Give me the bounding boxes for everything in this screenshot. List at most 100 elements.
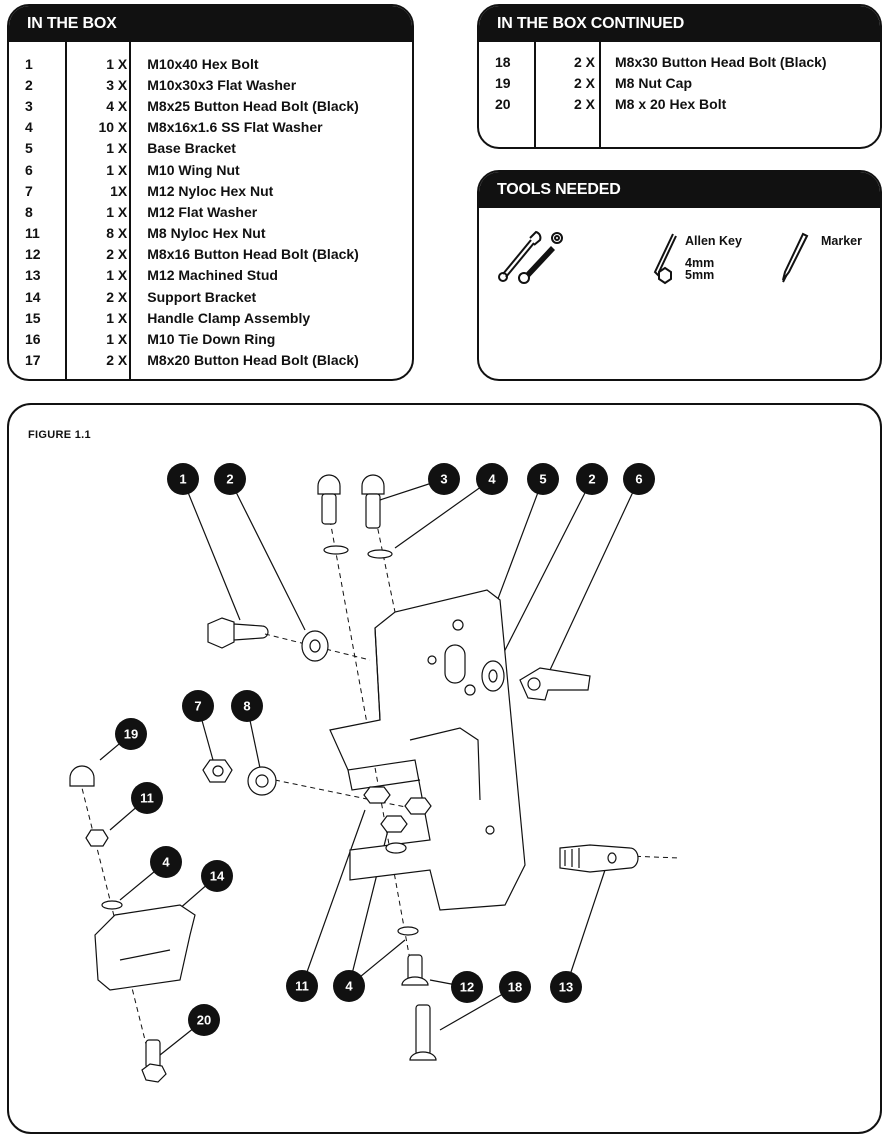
callout-1: 1 bbox=[167, 463, 199, 495]
callout-11: 11 bbox=[131, 782, 163, 814]
part-number: 18 bbox=[495, 53, 511, 70]
part-number: 12 bbox=[25, 246, 41, 263]
part-quantity: 1 X bbox=[106, 161, 128, 178]
callout-label: 19 bbox=[124, 727, 138, 742]
callout-label: 14 bbox=[210, 869, 225, 884]
parts-row: 14 2 X Support Bracket bbox=[9, 286, 412, 307]
callout-label: 2 bbox=[226, 472, 233, 487]
part-description: M10 Wing Nut bbox=[147, 161, 240, 178]
part-description: M8 Nut Cap bbox=[615, 74, 692, 91]
callout-11: 11 bbox=[286, 970, 318, 1002]
part-quantity: 4 X bbox=[106, 97, 128, 114]
part-description: Handle Clamp Assembly bbox=[147, 309, 311, 326]
callout-2: 2 bbox=[214, 463, 246, 495]
part-number: 16 bbox=[25, 331, 41, 348]
part-description: M8x30 Button Head Bolt (Black) bbox=[615, 53, 827, 70]
in-the-box-continued-panel: IN THE BOX CONTINUED 18 2 X M8x30 Button H… bbox=[477, 4, 882, 149]
part-number: 15 bbox=[25, 309, 41, 326]
part-quantity: 1 X bbox=[106, 140, 128, 157]
part-quantity: 10 X bbox=[98, 119, 128, 136]
part-description: M8x16 Button Head Bolt (Black) bbox=[147, 246, 359, 263]
parts-row: 20 2 X M8 x 20 Hex Bolt bbox=[479, 93, 875, 114]
callout-label: 1 bbox=[179, 472, 186, 487]
parts-row: 19 2 X M8 Nut Cap bbox=[479, 72, 875, 93]
part-description: M10 Tie Down Ring bbox=[147, 331, 276, 348]
in-the-box-continued-title: IN THE BOX CONTINUED bbox=[479, 6, 880, 42]
part-description: Base Bracket bbox=[147, 140, 236, 157]
callout-6: 6 bbox=[623, 463, 655, 495]
part-quantity: 8 X bbox=[106, 225, 128, 242]
callout-7: 7 bbox=[182, 690, 214, 722]
parts-row: 11 8 X M8 Nyloc Hex Nut bbox=[9, 223, 412, 244]
part-number: 19 bbox=[495, 74, 511, 91]
callout-label: 18 bbox=[508, 980, 522, 995]
callout-4: 4 bbox=[150, 846, 182, 878]
callout-19: 19 bbox=[115, 718, 147, 750]
part-quantity: 2 X bbox=[106, 246, 128, 263]
parts-row: 1 1 X M10x40 Hex Bolt bbox=[9, 53, 412, 74]
callout-label: 12 bbox=[460, 980, 474, 995]
part-number: 14 bbox=[25, 288, 41, 305]
callout-4: 4 bbox=[476, 463, 508, 495]
part-number: 13 bbox=[25, 267, 41, 284]
allen-key-size-4mm: 4mm bbox=[685, 256, 715, 270]
callout-20: 20 bbox=[188, 1004, 220, 1036]
figure-panel: FIGURE 1.1 bbox=[7, 403, 882, 1134]
part-quantity: 1X bbox=[110, 182, 128, 199]
callout-13: 13 bbox=[550, 971, 582, 1003]
allen-key-size-5mm: 5mm bbox=[685, 268, 715, 282]
callout-label: 3 bbox=[440, 472, 447, 487]
parts-row: 5 1 X Base Bracket bbox=[9, 138, 412, 159]
marker-label: Marker bbox=[821, 234, 862, 248]
tools-needed-panel: TOOLS NEEDED Allen Key 4mm 5mm Marker bbox=[477, 170, 882, 381]
in-the-box-title: IN THE BOX bbox=[9, 6, 412, 42]
part-number: 17 bbox=[25, 352, 41, 369]
callout-label: 4 bbox=[345, 979, 353, 994]
part-quantity: 3 X bbox=[106, 76, 128, 93]
column-divider bbox=[129, 42, 131, 379]
part-description: M10x40 Hex Bolt bbox=[147, 55, 259, 72]
part-description: M8x25 Button Head Bolt (Black) bbox=[147, 97, 359, 114]
part-description: M8x20 Button Head Bolt (Black) bbox=[147, 352, 359, 369]
parts-row: 12 2 X M8x16 Button Head Bolt (Black) bbox=[9, 244, 412, 265]
part-description: M12 Nyloc Hex Nut bbox=[147, 182, 274, 199]
callout-label: 4 bbox=[488, 472, 496, 487]
part-quantity: 1 X bbox=[106, 203, 128, 220]
part-number: 11 bbox=[25, 225, 40, 242]
part-number: 8 bbox=[25, 203, 33, 220]
callout-12: 12 bbox=[451, 971, 483, 1003]
callout-label: 8 bbox=[243, 699, 250, 714]
part-number: 1 bbox=[25, 55, 33, 72]
part-quantity: 2 X bbox=[106, 288, 128, 305]
part-quantity: 1 X bbox=[106, 55, 128, 72]
wrench-set-icon bbox=[498, 230, 563, 284]
callout-label: 6 bbox=[635, 472, 642, 487]
part-description: Support Bracket bbox=[147, 288, 257, 305]
callout-5: 5 bbox=[527, 463, 559, 495]
callout-label: 4 bbox=[162, 855, 170, 870]
parts-table-continued: 18 2 X M8x30 Button Head Bolt (Black) 19 2 X… bbox=[479, 51, 875, 115]
part-quantity: 2 X bbox=[573, 74, 595, 91]
callout-label: 13 bbox=[559, 980, 573, 995]
column-divider bbox=[534, 42, 536, 147]
part-description: M8 x 20 Hex Bolt bbox=[615, 95, 727, 112]
part-quantity: 2 X bbox=[573, 95, 595, 112]
callout-label: 20 bbox=[197, 1013, 211, 1028]
callout-label: 5 bbox=[539, 472, 546, 487]
column-divider bbox=[65, 42, 67, 379]
part-number: 5 bbox=[25, 140, 33, 157]
callout-8: 8 bbox=[231, 690, 263, 722]
part-number: 2 bbox=[25, 76, 33, 93]
callout-label: 11 bbox=[140, 791, 154, 806]
part-number: 4 bbox=[25, 119, 33, 136]
part-description: M8 Nyloc Hex Nut bbox=[147, 225, 266, 242]
allen-key-icon bbox=[653, 233, 677, 285]
part-number: 20 bbox=[495, 95, 511, 112]
